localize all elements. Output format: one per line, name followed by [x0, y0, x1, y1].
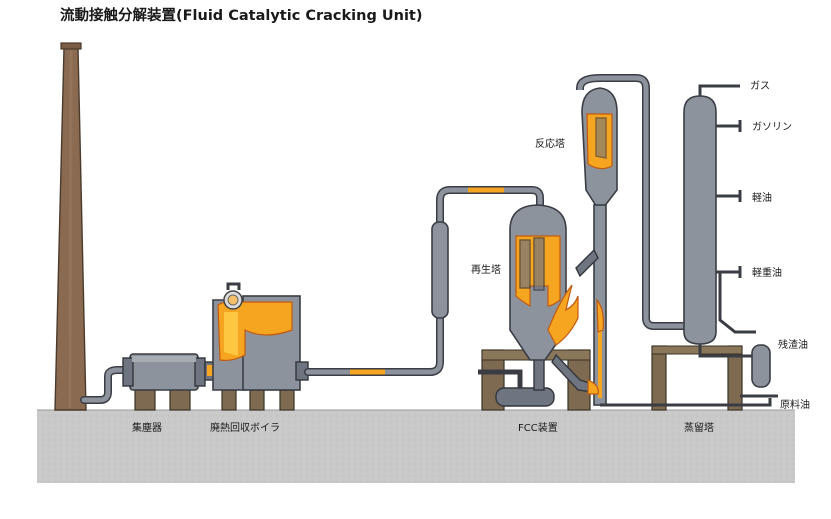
waste-heat-boiler — [204, 282, 309, 411]
label-regenerator: 再生塔 — [471, 263, 501, 276]
ground — [37, 410, 795, 483]
regenerator — [478, 204, 591, 411]
dust-collector — [122, 353, 206, 411]
label-distillation-tower: 蒸留塔 — [684, 421, 714, 434]
page-title: 流動接触分解装置(Fluid Catalytic Cracking Unit) — [60, 6, 423, 24]
label-gas: ガス — [750, 80, 770, 92]
chimney — [54, 42, 87, 411]
flue-gas-line — [304, 186, 544, 376]
label-reactor: 反応塔 — [535, 137, 565, 150]
distillation-tower — [600, 84, 778, 411]
label-dust-collector: 集塵器 — [132, 421, 162, 434]
label-feedstock: 原料油 — [780, 398, 810, 411]
flue-pipe — [80, 366, 134, 404]
label-residual-oil: 残渣油 — [778, 338, 808, 351]
label-light-oil: 軽油 — [752, 191, 772, 204]
reactor — [551, 74, 685, 406]
label-gasoline: ガソリン — [752, 121, 792, 133]
label-fcc-unit: FCC装置 — [518, 421, 558, 434]
label-waste-heat-boiler: 廃熱回収ボイラ — [210, 421, 280, 434]
label-light-heavy-oil: 軽重油 — [752, 266, 782, 279]
